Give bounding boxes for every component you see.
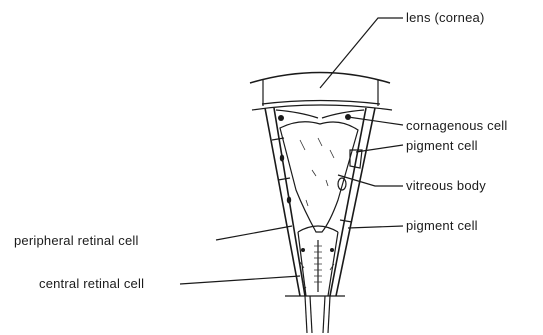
label-lens-cornea: lens (cornea) [406,11,484,24]
label-cornagenous-cell: cornagenous cell [406,119,508,132]
leader-lines [180,18,403,284]
axon-bundle [305,296,330,333]
label-vitreous-body: vitreous body [406,179,486,192]
cornagenous-cells [276,110,364,121]
label-peripheral-retinal-cell: peripheral retinal cell [14,234,139,247]
label-pigment-cell-lower: pigment cell [406,219,478,232]
lens-cornea [250,73,392,111]
label-central-retinal-cell: central retinal cell [39,277,144,290]
label-pigment-cell-upper: pigment cell [406,139,478,152]
